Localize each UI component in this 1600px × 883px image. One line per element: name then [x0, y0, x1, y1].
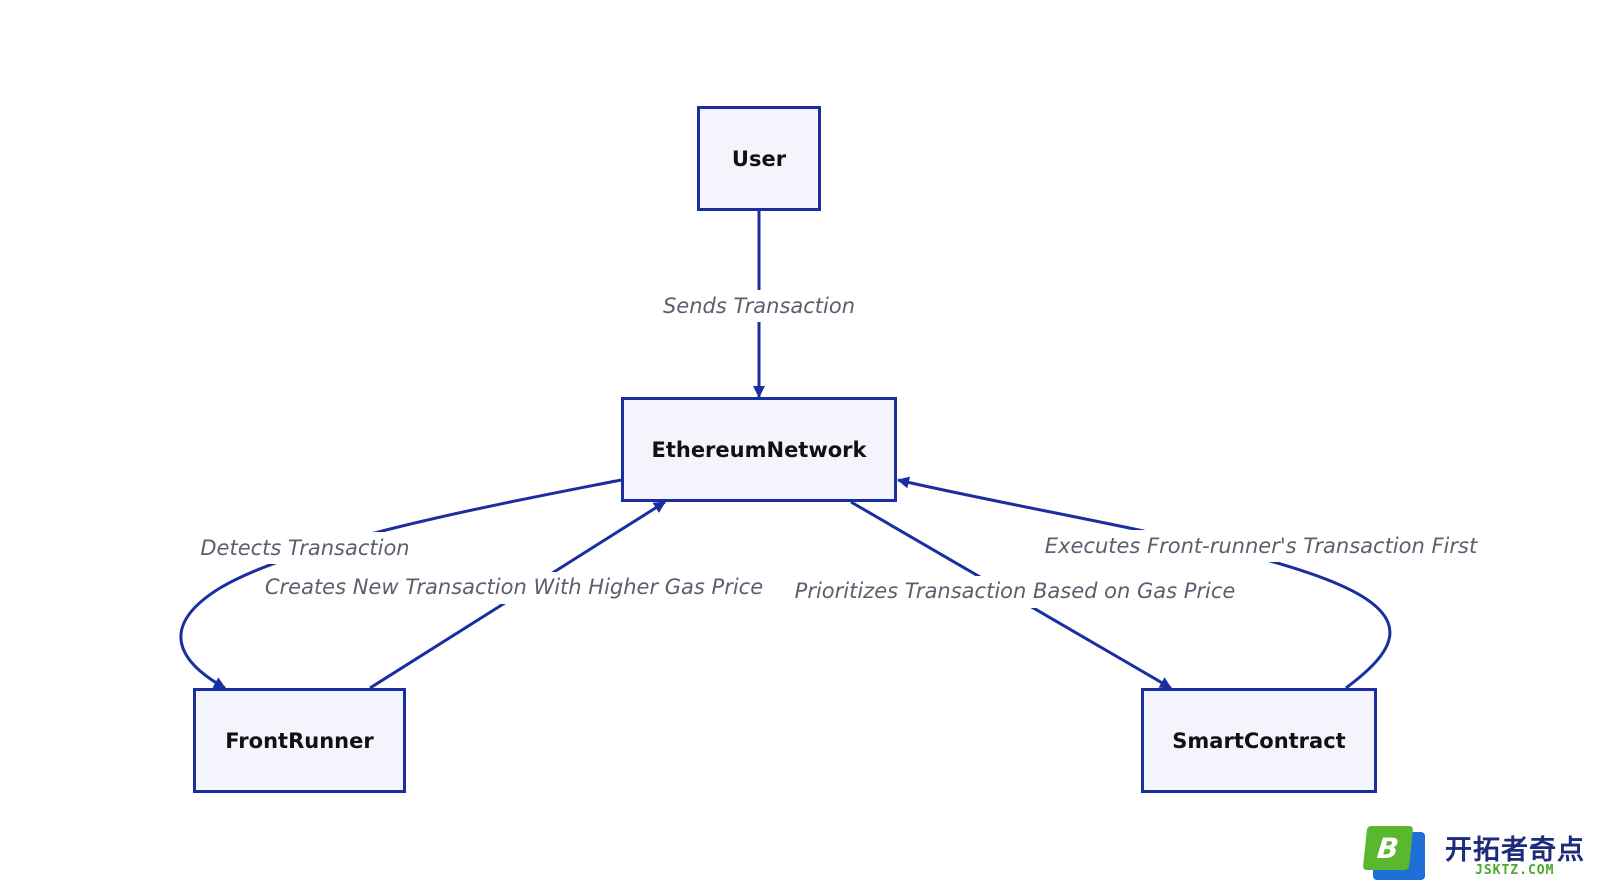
node-smart-contract: SmartContract	[1141, 688, 1377, 793]
edge-label-creates-new-transaction: Creates New Transaction With Higher Gas …	[265, 575, 763, 599]
edge-smartcontract-to-ethereum	[897, 476, 1392, 690]
node-front-runner: FrontRunner	[193, 688, 406, 793]
edge-label-executes-front-runner-first: Executes Front-runner's Transaction Firs…	[1045, 534, 1478, 558]
node-ethereum-network: EthereumNetwork	[621, 397, 897, 502]
edge-label-sends-transaction: Sends Transaction	[663, 294, 855, 318]
watermark-site-url: JSKTZ.COM	[1475, 863, 1555, 878]
edge-ethereum-to-frontrunner	[179, 478, 622, 690]
node-user: User	[697, 106, 821, 211]
watermark: B 开拓者奇点 JSKTZ.COM	[1362, 826, 1598, 883]
watermark-site-name: 开拓者奇点	[1445, 835, 1585, 866]
watermark-logo-icon: B	[1362, 826, 1414, 870]
edge-label-prioritizes-transaction: Prioritizes Transaction Based on Gas Pri…	[795, 579, 1236, 603]
edge-label-detects-transaction: Detects Transaction	[200, 536, 409, 560]
